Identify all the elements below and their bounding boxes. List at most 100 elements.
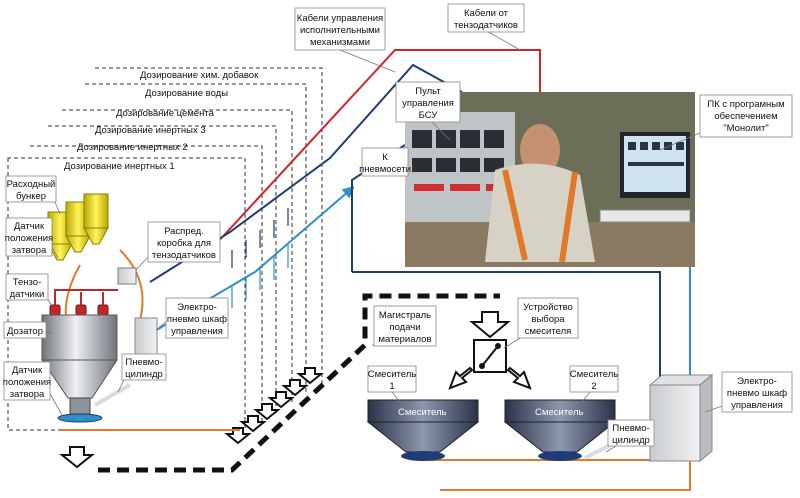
operator-photo	[405, 92, 695, 267]
label-junction-3: тензодатчиков	[152, 250, 216, 261]
drop-arrow-main	[59, 446, 95, 469]
label-cabinet-right-3: управления	[731, 400, 783, 411]
mixer-1: Смеситель	[366, 399, 480, 461]
label-junction-1: Распред.	[164, 226, 204, 237]
hoppers	[47, 193, 109, 261]
label-control-panel-3: БСУ	[419, 110, 439, 121]
drop-arrow	[281, 379, 309, 397]
operator-head	[520, 124, 560, 176]
pneumo-cabinet-right	[649, 384, 701, 462]
label-dosing-cement: Дозирование цемента	[116, 108, 215, 119]
label-to-pneumo-1: К	[382, 152, 388, 163]
label-material-main-1: Магистраль	[379, 310, 431, 321]
label-cabinet-left-2: пневмо шкаф	[167, 314, 227, 325]
cable-orange-right	[430, 459, 691, 491]
label-mixer2-2: 2	[591, 381, 596, 392]
drop-arrow	[224, 427, 252, 445]
label-gate-bottom-2: положения	[3, 377, 51, 388]
label-control-panel-2: управления	[402, 98, 454, 109]
pneumo-cylinder-left	[94, 383, 131, 407]
drop-arrow	[239, 415, 267, 433]
mixer-2: Смеситель	[503, 399, 617, 461]
operator-overalls	[502, 169, 578, 263]
pc-screen-icons	[628, 142, 684, 166]
pneumo-tap-lines	[231, 244, 289, 308]
hopper-3	[83, 193, 109, 245]
label-selector-3: смесителя	[525, 326, 572, 337]
label-mixer2-1: Смеситель	[570, 369, 618, 380]
cable-red	[214, 49, 541, 246]
drop-arrow	[253, 403, 281, 421]
label-pc-2: обеспечением	[714, 111, 777, 122]
tenzo-sensors	[49, 304, 109, 316]
label-selector-1: Устройство	[523, 302, 573, 313]
label-dosator: Дозатор	[7, 326, 43, 337]
label-hopper-2: бункер	[16, 191, 46, 202]
selector-out-arrow-left	[448, 366, 474, 390]
frame-inert3	[48, 125, 277, 415]
label-pc-3: "Монолит"	[723, 123, 769, 134]
label-dosing-chem: Дозирование хим. добавок	[140, 70, 259, 81]
selector-in-arrow	[469, 311, 511, 339]
label-cables-control-1: Кабели управления	[297, 13, 383, 24]
label-gate-top-1: Датчик	[14, 221, 45, 232]
mixer-selector	[448, 311, 532, 390]
label-cables-control-2: исполнительными	[300, 25, 380, 36]
cable-navy-right	[352, 271, 661, 385]
material-main-line	[98, 293, 500, 473]
label-gate-top-2: положения	[5, 233, 53, 244]
keyboard	[599, 209, 691, 223]
label-cyl-left-1: Пневмо-	[125, 357, 162, 368]
console-displays	[412, 130, 504, 172]
drop-arrow	[296, 367, 324, 385]
label-dosing-inert3: Дозирование инертных 3	[95, 125, 206, 136]
callouts: Кабели управления исполнительными механи…	[3, 3, 793, 453]
label-material-main-3: материалов	[379, 334, 432, 345]
junction-box	[117, 267, 137, 285]
label-dosing-water: Дозирование воды	[145, 88, 228, 99]
label-gate-bottom-1: Датчик	[12, 365, 43, 376]
label-junction-2: коробка для	[157, 238, 211, 249]
label-cabinet-left-1: Электро-	[177, 302, 217, 313]
label-control-panel-1: Пульт	[415, 86, 441, 97]
label-tenzo-2: датчики	[10, 289, 45, 300]
mixer1-body-label: Смеситель	[398, 407, 446, 418]
dosing-frames: Дозирование хим. добавок Дозирование вод…	[7, 67, 323, 431]
label-mixer1-1: Смеситель	[368, 369, 416, 380]
label-dosing-inert1: Дозирование инертных 1	[64, 161, 175, 172]
label-cyl-left-2: цилиндр	[125, 369, 163, 380]
tenzo-cables	[54, 289, 118, 305]
label-cabinet-right-1: Электро-	[737, 376, 777, 387]
material-drop-arrows	[59, 367, 324, 469]
label-cabinet-left-3: управления	[171, 326, 223, 337]
label-material-main-2: подачи	[389, 322, 420, 333]
gate-position-sensor-bottom	[57, 413, 103, 423]
label-cyl-right-2: цилиндр	[612, 435, 650, 446]
drop-arrow	[267, 391, 295, 409]
dosator-gate	[69, 397, 91, 415]
label-pc-1: ПК с програмным	[707, 99, 784, 110]
dosator-cone	[41, 359, 118, 399]
selector-out-arrow-right	[506, 366, 532, 390]
label-cabinet-right-2: пневмо шкаф	[727, 388, 787, 399]
label-gate-top-3: затвора	[12, 245, 47, 256]
mixer2-body-label: Смеситель	[535, 407, 583, 418]
label-tenzo-1: Тензо-	[13, 277, 42, 288]
frame-tap-lines	[231, 208, 289, 268]
label-dosing-inert2: Дозирование инертных 2	[77, 142, 188, 153]
label-cyl-right-1: Пневмо-	[612, 423, 649, 434]
frame-chem	[95, 67, 323, 385]
label-mixer1-2: 1	[389, 381, 394, 392]
frame-water	[85, 83, 307, 395]
label-cables-tenzo-1: Кабели от	[464, 8, 509, 19]
label-gate-bottom-3: затвора	[10, 389, 45, 400]
frame-inert2	[30, 145, 263, 425]
label-cables-control-3: механизмами	[310, 37, 370, 48]
label-to-pneumo-2: пневмосети	[359, 164, 411, 175]
operator-shirt	[485, 163, 595, 262]
label-selector-2: выбора	[531, 314, 565, 325]
label-hopper-1: Расходный	[7, 179, 56, 190]
label-cables-tenzo-2: тензодатчиков	[454, 20, 518, 31]
